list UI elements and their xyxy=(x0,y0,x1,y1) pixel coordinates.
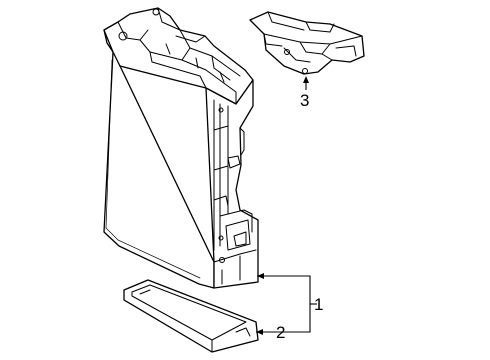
callout-leaders xyxy=(256,76,317,335)
arrowhead-3 xyxy=(303,76,309,83)
mounting-bracket xyxy=(249,11,365,75)
arrowhead-2 xyxy=(256,329,263,335)
callout-number-2: 2 xyxy=(276,323,285,342)
callout-number-1: 1 xyxy=(314,295,323,314)
callout-number-3: 3 xyxy=(300,91,309,110)
bottom-cover xyxy=(123,279,259,353)
arrowhead-1 xyxy=(257,273,264,279)
module-assembly xyxy=(103,7,259,289)
